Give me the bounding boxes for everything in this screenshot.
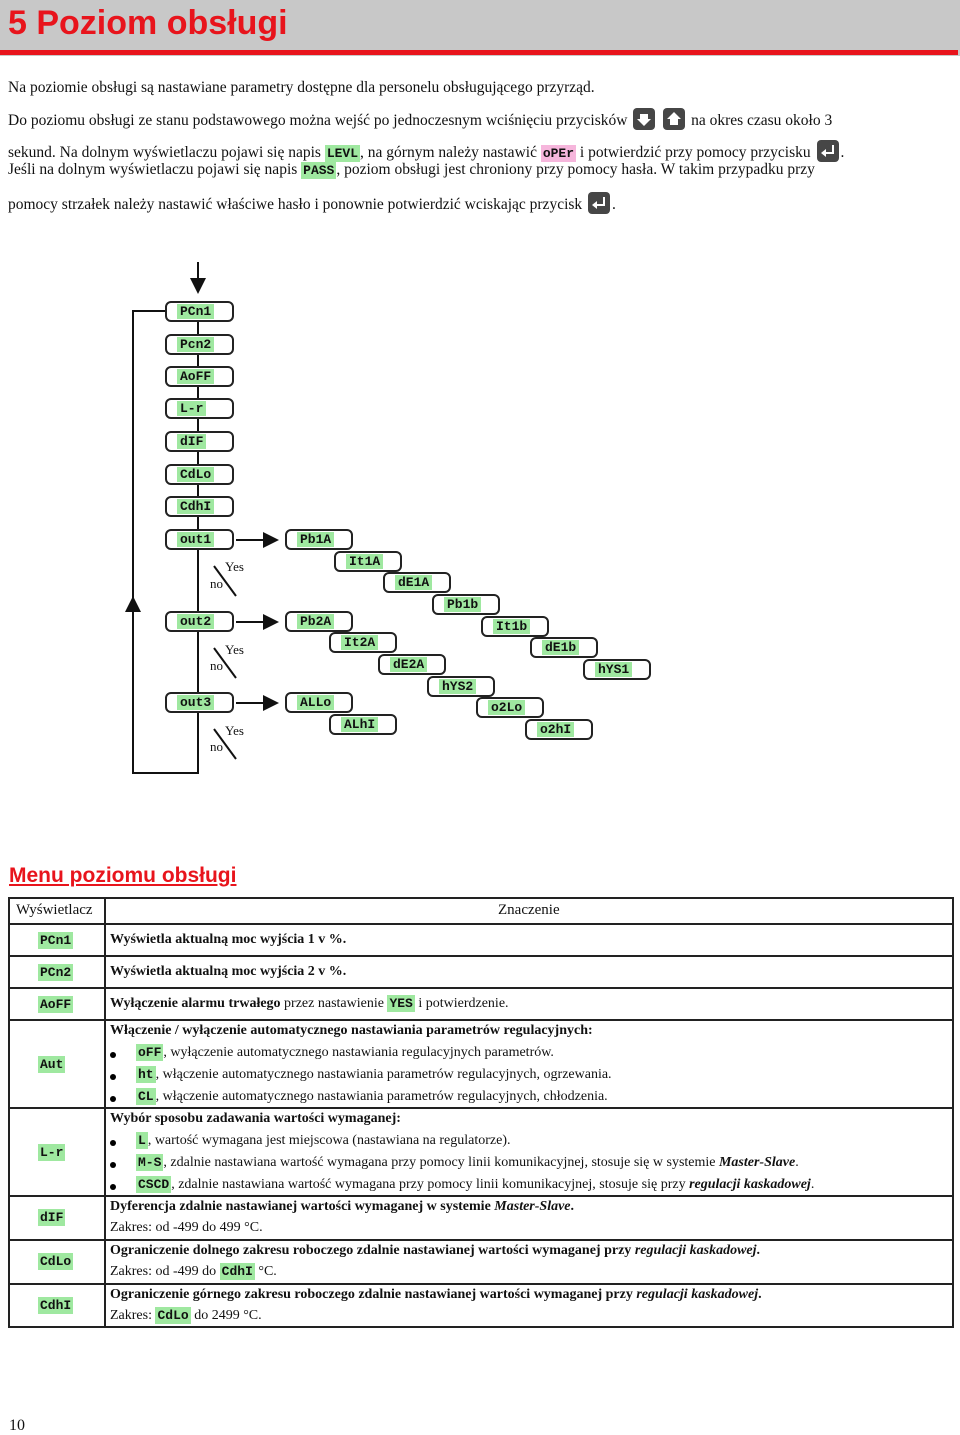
menu-box-lr: L-r bbox=[165, 398, 234, 419]
column-header-display: Wyświetlacz bbox=[16, 902, 93, 918]
row-desc-pcn1: Wyświetla aktualną moc wyjścia 1 v %. bbox=[110, 932, 347, 947]
menu-box-it2a: It2A bbox=[329, 632, 397, 653]
menu-box-de1b: dE1b bbox=[530, 637, 598, 658]
branch-no-label: no bbox=[210, 739, 223, 754]
row-desc-aoff: Wyłączenie alarmu trwałego przez nastawi… bbox=[110, 995, 509, 1012]
menu-section-title: Menu poziomu obsługi bbox=[9, 864, 237, 887]
row-range-dif: Zakres: od -499 do 499 °C. bbox=[110, 1220, 263, 1235]
menu-table: Wyświetlacz Znaczenie PCn1 Wyświetla akt… bbox=[8, 897, 954, 1328]
menu-box-hys1: hYS1 bbox=[583, 659, 651, 680]
branch-no-label: no bbox=[210, 658, 223, 673]
up-key-icon bbox=[663, 108, 686, 130]
branch-yes-label: Yes bbox=[225, 559, 244, 574]
row-code-cdlo: CdLo bbox=[38, 1253, 74, 1270]
menu-box-pcn2: Pcn2 bbox=[165, 334, 234, 355]
title-rule bbox=[0, 50, 958, 55]
menu-box-pb1b: Pb1b bbox=[432, 594, 500, 615]
menu-box-o2hi: o2hI bbox=[525, 719, 593, 740]
down-key-icon bbox=[633, 108, 656, 130]
row-desc-lr: Wybór sposobu zadawania wartości wymagan… bbox=[110, 1111, 401, 1126]
menu-box-o2lo: o2Lo bbox=[476, 697, 544, 718]
row-range-cdhi: Zakres: CdLo do 2499 °C. bbox=[110, 1307, 262, 1324]
menu-box-out3: out3 bbox=[165, 692, 234, 713]
branch-yes-label: Yes bbox=[225, 642, 244, 657]
menu-box-dif: dIF bbox=[165, 431, 234, 452]
page-header: 5 Poziom obsługi bbox=[0, 0, 960, 56]
menu-box-de1a: dE1A bbox=[383, 572, 451, 593]
row-desc-cdlo: Ograniczenie dolnego zakresu roboczego z… bbox=[110, 1243, 761, 1258]
row-desc-aut: Włączenie / wyłączenie automatycznego na… bbox=[110, 1023, 593, 1038]
menu-box-pcn1: PCn1 bbox=[165, 301, 234, 322]
menu-box-cdlo: CdLo bbox=[165, 464, 234, 485]
menu-box-it1b: It1b bbox=[481, 616, 549, 637]
menu-box-de2a: dE2A bbox=[378, 654, 446, 675]
column-header-meaning: Znaczenie bbox=[498, 902, 560, 918]
menu-box-out2: out2 bbox=[165, 611, 234, 632]
row-desc-cdhi: Ograniczenie górnego zakresu roboczego z… bbox=[110, 1287, 762, 1302]
menu-box-aoff: AoFF bbox=[165, 366, 234, 387]
row-code-pcn1: PCn1 bbox=[38, 932, 74, 949]
menu-box-it1a: It1A bbox=[334, 551, 402, 572]
menu-box-pb2a: Pb2A bbox=[285, 611, 353, 632]
enter-key-icon bbox=[816, 140, 839, 162]
menu-box-hys2: hYS2 bbox=[427, 676, 495, 697]
enter-key-icon bbox=[588, 192, 611, 214]
intro-line-3: sekund. Na dolnym wyświetlaczu pojawi si… bbox=[8, 140, 844, 164]
row-code-aut: Aut bbox=[38, 1056, 66, 1073]
intro-line-1: Na poziomie obsługi są nastawiane parame… bbox=[8, 79, 595, 96]
page-number: 10 bbox=[9, 1417, 25, 1434]
menu-box-cdhi: CdhI bbox=[165, 496, 234, 517]
page-title: 5 Poziom obsługi bbox=[8, 4, 288, 42]
row-range-cdlo: Zakres: od -499 do CdhI °C. bbox=[110, 1263, 277, 1280]
row-code-cdhi: CdhI bbox=[38, 1297, 74, 1314]
intro-line-4: Jeśli na dolnym wyświetlaczu pojawi się … bbox=[8, 161, 815, 179]
row-code-pcn2: PCn2 bbox=[38, 964, 74, 981]
row-desc-pcn2: Wyświetla aktualną moc wyjścia 2 v %. bbox=[110, 964, 347, 979]
row-code-lr: L-r bbox=[38, 1144, 66, 1161]
row-code-dif: dIF bbox=[38, 1209, 66, 1226]
menu-box-allo: ALLo bbox=[285, 692, 353, 713]
intro-line-5: pomocy strzałek należy nastawić właściwe… bbox=[8, 192, 616, 215]
menu-flow-diagram bbox=[125, 262, 279, 774]
menu-box-out1: out1 bbox=[165, 529, 234, 550]
row-desc-dif: Dyferencja zdalnie nastawianej wartości … bbox=[110, 1199, 575, 1214]
branch-no-label: no bbox=[210, 576, 223, 591]
row-code-aoff: AoFF bbox=[38, 996, 74, 1013]
branch-yes-label: Yes bbox=[225, 723, 244, 738]
menu-box-alhi: ALhI bbox=[329, 714, 397, 735]
intro-line-2: Do poziomu obsługi ze stanu podstawowego… bbox=[8, 108, 832, 131]
menu-box-pb1a: Pb1A bbox=[285, 529, 353, 550]
